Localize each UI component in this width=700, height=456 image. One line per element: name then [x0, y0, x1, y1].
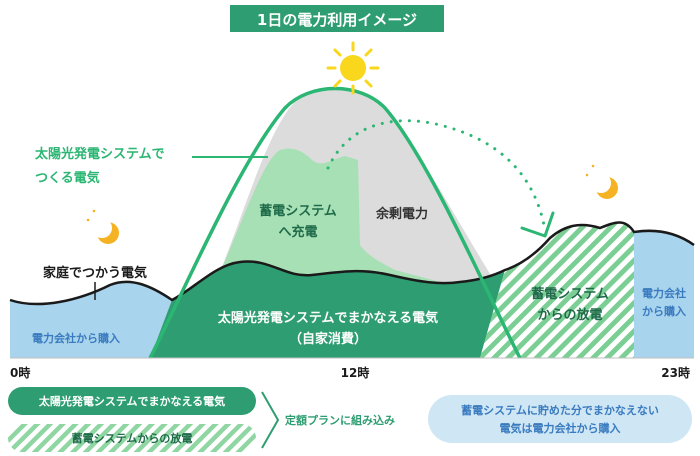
- legend-solar-swatch: [8, 387, 256, 415]
- purchase-area-left: [10, 281, 172, 358]
- axis-tick-start: 0時: [10, 365, 30, 380]
- storage-discharge-area: [480, 222, 634, 358]
- legend-purchase-box: [428, 395, 692, 443]
- axis-tick-mid: 12時: [341, 365, 370, 380]
- self-consumption-area: [150, 261, 505, 358]
- solar-generation-label: 太陽光発電システムで: [34, 146, 165, 162]
- arrow-head-icon: [520, 211, 555, 238]
- self-consumption-label: 太陽光発電システムでまかなえる電気: [217, 310, 438, 326]
- title-banner: 1日の電力利用イメージ: [230, 5, 444, 32]
- surplus-power-label: 余剰電力: [375, 206, 428, 222]
- household-consumption-line: [9, 221, 695, 306]
- moon-icon: [86, 209, 119, 244]
- solar-generation-label-2: つくる電気: [35, 170, 100, 186]
- storage-charge-label-2: へ充電: [278, 224, 317, 240]
- solar-generation-outline: [148, 86, 522, 359]
- legend-bracket-icon: [261, 391, 279, 449]
- page-title: 1日の電力利用イメージ: [257, 11, 417, 29]
- storage-discharge-label: 蓄電システム: [531, 286, 609, 302]
- purchase-area-right: [634, 230, 694, 358]
- legend-item-storage: 蓄電システムからの放電: [72, 431, 193, 445]
- storage-charge-area: [212, 148, 470, 290]
- legend-item-solar: 太陽光発電システムでまかなえる電気: [38, 394, 225, 408]
- legend-purchase-note-2: 電気は電力会社から購入: [500, 421, 621, 435]
- purchase-right-label: 電力会社: [642, 286, 686, 300]
- sun-icon: [326, 41, 380, 95]
- legend-plan-note: 定額プランに組み込み: [285, 413, 395, 427]
- moon-icon: [585, 164, 618, 199]
- legend-storage-swatch: [8, 424, 256, 452]
- legend-purchase-note: 蓄電システムに貯めた分でまかなえない: [461, 403, 659, 417]
- purchase-left-label: 電力会社から購入: [32, 331, 120, 345]
- purchase-right-label-2: から購入: [642, 304, 686, 318]
- storage-discharge-label-2: からの放電: [537, 307, 602, 323]
- household-power-label: 家庭でつかう電気: [43, 265, 147, 281]
- title-background: [230, 5, 444, 32]
- self-consumption-label-2: （自家消費）: [289, 331, 367, 347]
- storage-charge-label: 蓄電システム: [259, 203, 337, 219]
- legend: 太陽光発電システムでまかなえる電気 蓄電システムからの放電 定額プランに組み込み…: [8, 387, 692, 452]
- axis-tick-end: 23時: [661, 365, 690, 380]
